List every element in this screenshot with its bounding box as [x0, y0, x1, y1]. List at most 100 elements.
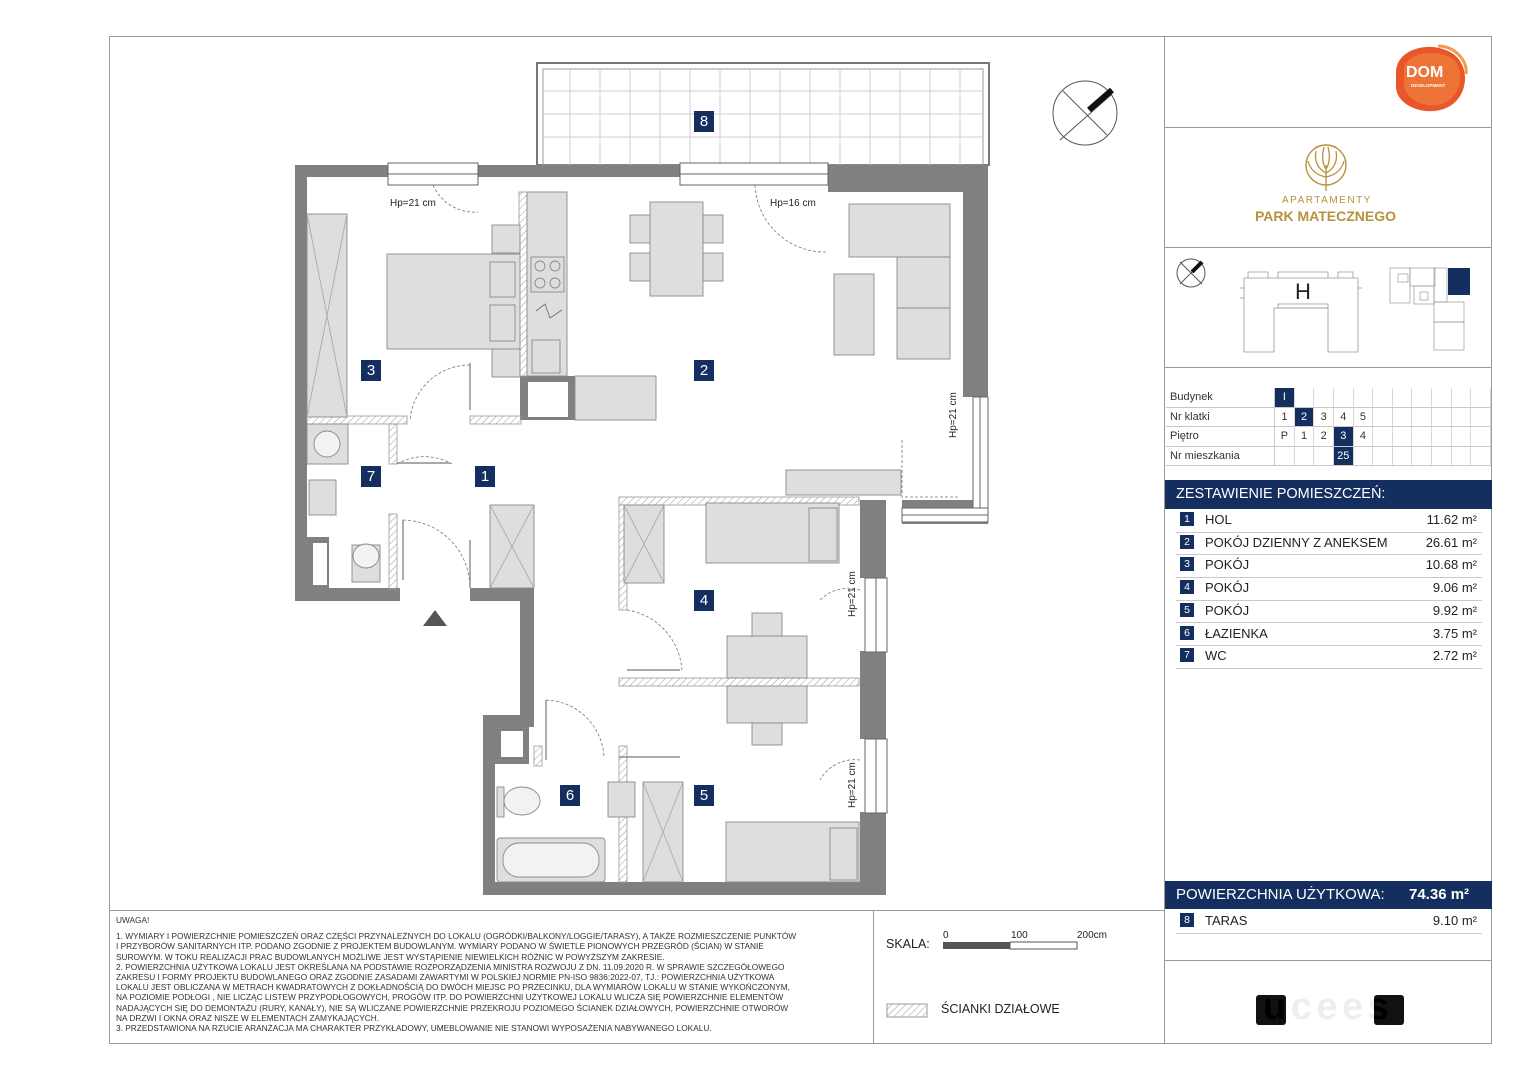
room-area: 9.10 m²: [1432, 913, 1477, 928]
info-cell: [1411, 426, 1433, 447]
info-cell: [1392, 388, 1413, 408]
door-swings: [396, 184, 960, 781]
info-cell: [1313, 446, 1334, 467]
room-name: POKÓJ DZIENNY Z ANEKSEM: [1205, 534, 1388, 550]
room-area: 26.61 m²: [1425, 534, 1477, 550]
room-area: 2.72 m²: [1432, 648, 1477, 664]
room-name: POKÓJ: [1205, 557, 1250, 573]
info-cell: 4: [1353, 426, 1374, 447]
notes-line: LOKALU JEST OBLICZANA W METRACH KWADRATO…: [116, 982, 790, 993]
info-cell: [1392, 426, 1413, 447]
info-cell: [1313, 388, 1334, 408]
project-line1: APARTAMENTY: [1282, 195, 1372, 206]
hp-label: Hp=16 cm: [770, 198, 816, 209]
info-cell: [1470, 388, 1491, 408]
panel-divider: [1164, 36, 1165, 1044]
room-number: 1: [1180, 512, 1194, 526]
building-letter: H: [1295, 279, 1311, 304]
info-cell: [1431, 407, 1452, 428]
room-badge-7: 7: [361, 466, 381, 487]
info-cell: 1: [1294, 426, 1315, 447]
scale-label: SKALA:: [886, 937, 930, 951]
info-cell: [1470, 426, 1491, 447]
info-cell: [1294, 388, 1315, 408]
info-cell: P: [1274, 426, 1295, 447]
compass-icon: [1176, 258, 1206, 288]
notes-line: 2. POWIERZCHNIA UŻYTKOWA LOKALU JEST OKR…: [116, 961, 785, 972]
info-cell: [1353, 446, 1374, 467]
info-cell: [1451, 388, 1472, 408]
info-cell: 5: [1353, 407, 1374, 428]
partition-legend-swatch: [886, 1003, 928, 1018]
panel-divider: [1165, 367, 1492, 368]
info-row-label: Piętro: [1166, 426, 1276, 447]
info-cell: [1411, 407, 1433, 428]
info-cell: 3: [1313, 407, 1334, 428]
hp-label: Hp=21 cm: [847, 571, 858, 617]
info-cell: [1372, 407, 1393, 428]
notes-divider: [110, 910, 1165, 911]
info-cell: [1451, 407, 1472, 428]
panel-divider: [1165, 127, 1492, 128]
info-cell: [1333, 388, 1354, 408]
info-cell: [1353, 388, 1374, 408]
room-name: POKÓJ: [1205, 602, 1250, 618]
info-cell: [1470, 446, 1491, 467]
notes-line: NA POZIOMIE PODŁOGI , NIE LICZĄC LISTEW …: [116, 992, 784, 1003]
info-cell: [1392, 446, 1413, 467]
panel-divider: [1165, 247, 1492, 248]
room-badge-5: 5: [694, 785, 714, 806]
windows: [387, 162, 989, 814]
room-number: 7: [1180, 648, 1194, 663]
info-row-label: Budynek: [1166, 388, 1276, 408]
notes-line: SUROWYM. W TOKU REALIZACJI PRAC BUDOWLAN…: [116, 951, 665, 962]
project-line2: PARK MATECZNEGO: [1255, 208, 1397, 224]
compass-icon: [1052, 80, 1118, 146]
room-number: 4: [1180, 580, 1194, 595]
info-cell: [1392, 407, 1413, 428]
partition-legend-label: ŚCIANKI DZIAŁOWE: [941, 1002, 1060, 1016]
info-cell: [1470, 407, 1491, 428]
info-cell: [1411, 446, 1433, 467]
room-name: WC: [1205, 648, 1227, 664]
developer-logo-text: DOM: [1406, 64, 1444, 81]
footer-logo-text: ucees: [1263, 986, 1394, 1028]
room-area: 11.62 m²: [1426, 512, 1477, 527]
rooms-summary-title: ZESTAWIENIE POMIESZCZEŃ:: [1165, 480, 1492, 509]
scale-tick-100: 100: [1011, 930, 1028, 941]
info-cell: 3: [1333, 426, 1354, 447]
room-badge-3: 3: [361, 360, 381, 381]
info-cell: [1411, 388, 1433, 408]
room-name: POKÓJ: [1205, 580, 1250, 596]
notes-heading: UWAGA!: [116, 915, 150, 925]
info-cell: 2: [1313, 426, 1334, 447]
room-area: 9.92 m²: [1432, 602, 1477, 618]
key-plan: H: [1176, 258, 1470, 353]
info-row-label: Nr mieszkania: [1166, 446, 1276, 467]
room-row: 7 WC 2.72 m²: [1176, 645, 1482, 669]
info-row-label: Nr klatki: [1166, 407, 1276, 428]
furniture: [306, 191, 951, 883]
usable-area-label: POWIERZCHNIA UŻYTKOWA:: [1176, 886, 1385, 903]
terrace: [536, 62, 990, 166]
room-number: 6: [1180, 625, 1194, 640]
info-cell: [1274, 446, 1295, 467]
room-badge-1: 1: [475, 466, 495, 487]
terrace-row: 8 TARAS 9.10 m²: [1176, 910, 1482, 934]
info-cell: 2: [1294, 407, 1315, 428]
room-number: 3: [1180, 557, 1194, 572]
info-cell: [1431, 388, 1452, 408]
hp-label: Hp=21 cm: [390, 198, 436, 209]
tree-icon: [1305, 144, 1347, 191]
info-cell: [1372, 446, 1393, 467]
